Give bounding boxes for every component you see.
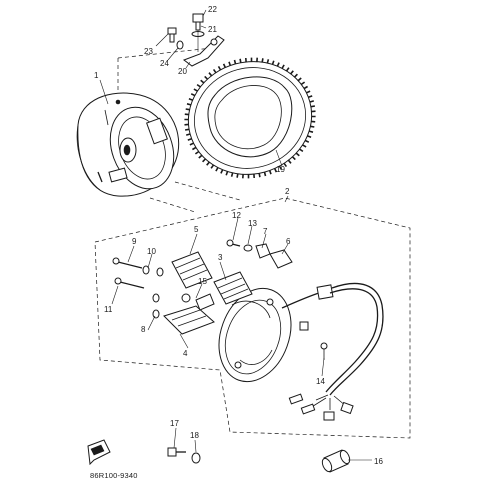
part-label-21: 21 bbox=[208, 25, 217, 34]
part-number-labels: 1 2 3 4 5 6 7 8 9 10 11 12 13 14 15 16 1… bbox=[94, 5, 383, 466]
part-label-6: 6 bbox=[286, 237, 291, 246]
part-label-12: 12 bbox=[232, 211, 241, 220]
part-label-23: 23 bbox=[144, 47, 153, 56]
part-label-1: 1 bbox=[94, 71, 99, 80]
flywheel-rotor bbox=[76, 92, 180, 197]
part-label-7: 7 bbox=[263, 227, 268, 236]
pulser-coil bbox=[163, 305, 215, 335]
sleeve-part bbox=[321, 449, 351, 473]
part-label-17: 17 bbox=[170, 419, 179, 428]
part-label-2: 2 bbox=[285, 187, 290, 196]
starter-ring-gear bbox=[184, 57, 316, 179]
part-label-4: 4 bbox=[183, 349, 188, 358]
part-label-14: 14 bbox=[316, 377, 325, 386]
part-label-10: 10 bbox=[147, 247, 156, 256]
flywheel-group-boundary bbox=[117, 47, 241, 213]
part-label-11: 11 bbox=[104, 305, 113, 314]
part-label-15: 15 bbox=[198, 277, 207, 286]
drawing-code: 86R100-9340 bbox=[90, 471, 138, 480]
part-label-5: 5 bbox=[194, 225, 199, 234]
pulser-bracket-parts bbox=[167, 13, 225, 67]
part-label-24: 24 bbox=[160, 59, 169, 68]
part-label-9: 9 bbox=[132, 237, 137, 246]
part-label-3: 3 bbox=[218, 253, 223, 262]
part-label-8: 8 bbox=[141, 325, 146, 334]
part-label-22: 22 bbox=[208, 5, 217, 14]
stator-base-plate bbox=[218, 287, 309, 383]
lighting-coil bbox=[213, 271, 253, 305]
forward-arrow-icon bbox=[87, 439, 111, 466]
bottom-screw-and-washer bbox=[167, 447, 201, 464]
coil-screws bbox=[112, 239, 328, 360]
part-label-19: 19 bbox=[276, 165, 285, 174]
wire-harness bbox=[281, 282, 384, 421]
stator-assembly-boundary bbox=[94, 197, 411, 439]
part-label-18: 18 bbox=[190, 431, 199, 440]
ring-gear-teeth bbox=[184, 57, 316, 179]
leader-lines bbox=[99, 9, 372, 461]
charge-coil bbox=[171, 251, 213, 303]
part-label-16: 16 bbox=[374, 457, 383, 466]
part-label-20: 20 bbox=[178, 67, 187, 76]
part-label-13: 13 bbox=[248, 219, 257, 228]
